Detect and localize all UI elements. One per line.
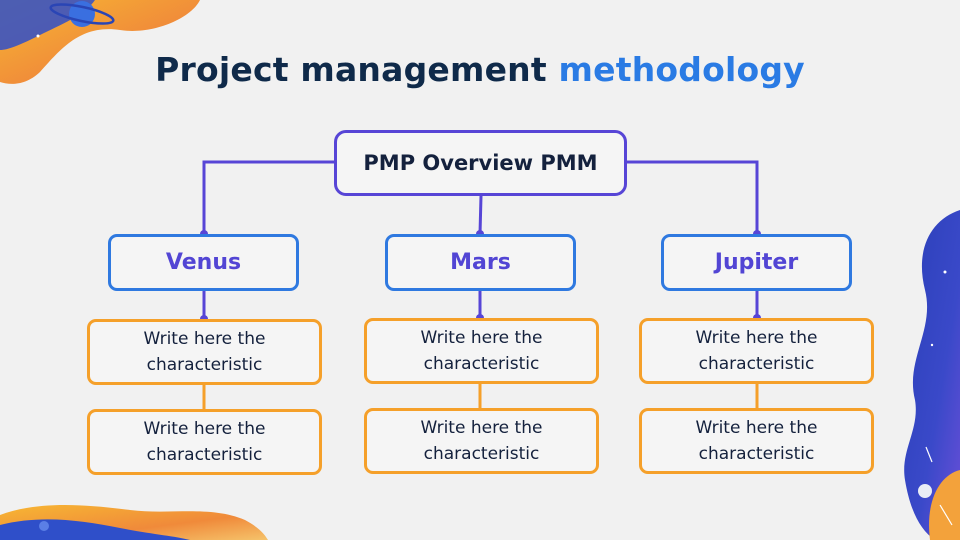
characteristic-box: Write here the characteristic (639, 408, 874, 474)
blue-wave (904, 210, 960, 540)
connector-root-jupiter (627, 160, 759, 234)
node-label: Venus (165, 250, 242, 275)
characteristic-text: Write here the characteristic (420, 418, 543, 464)
node-jupiter: Jupiter (661, 234, 852, 291)
node-mars: Mars (385, 234, 576, 291)
characteristic-text: Write here the characteristic (695, 328, 818, 374)
characteristic-box: Write here the characteristic (87, 409, 322, 475)
characteristic-box: Write here the characteristic (639, 318, 874, 384)
connector-root-venus (202, 160, 334, 234)
moon-icon (918, 484, 932, 498)
star-icon (36, 34, 947, 347)
satellite-icon (925, 446, 953, 526)
planet-icon (49, 1, 115, 27)
characteristic-text: Write here the characteristic (420, 328, 543, 374)
title-main: Project management (155, 50, 547, 89)
node-label: Mars (450, 250, 511, 275)
characteristic-text: Write here the characteristic (143, 419, 266, 465)
characteristic-box: Write here the characteristic (364, 408, 599, 474)
characteristic-box: Write here the characteristic (364, 318, 599, 384)
root-label: PMP Overview PMM (363, 151, 598, 175)
page-title: Project management methodology (0, 50, 960, 89)
characteristic-text: Write here the characteristic (695, 418, 818, 464)
node-venus: Venus (108, 234, 299, 291)
connector-root-mars (478, 195, 483, 235)
node-label: Jupiter (714, 250, 799, 275)
characteristic-text: Write here the characteristic (143, 329, 266, 375)
orange-wave (0, 505, 268, 540)
characteristic-box: Write here the characteristic (87, 319, 322, 385)
root-node: PMP Overview PMM (334, 130, 627, 196)
title-accent: methodology (558, 50, 805, 89)
